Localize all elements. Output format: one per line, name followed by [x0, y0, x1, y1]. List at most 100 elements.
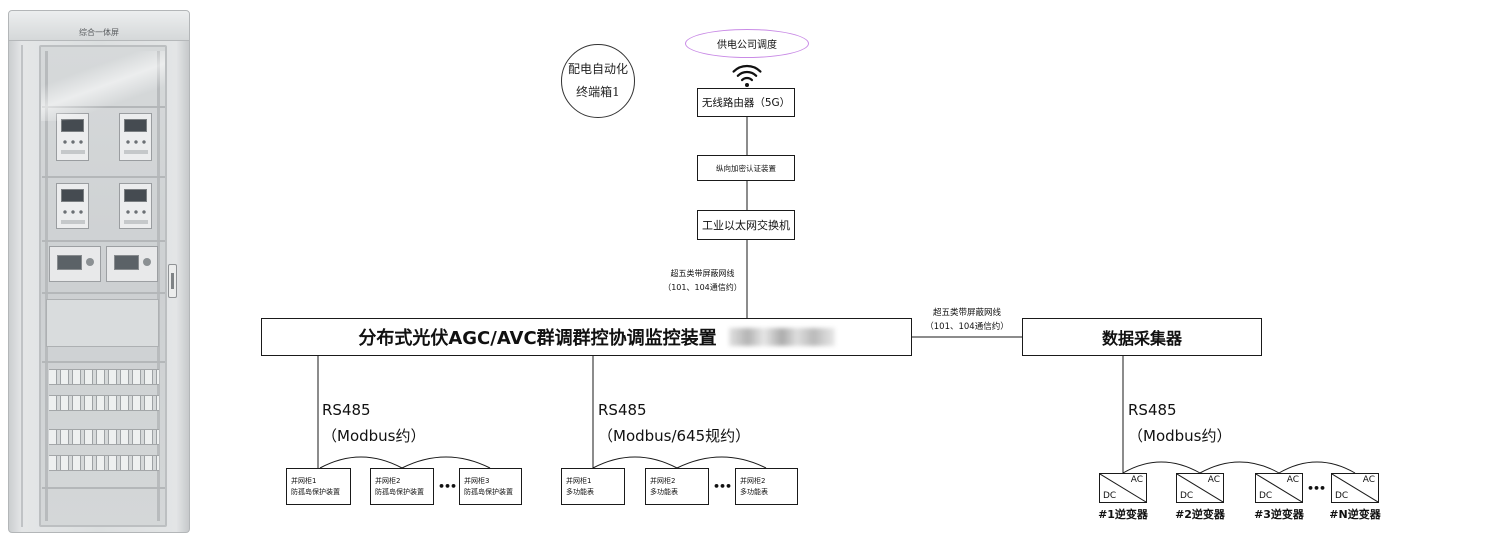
inverter-ac-label: AC — [1362, 475, 1375, 485]
router-label: 无线路由器（5G） — [701, 97, 791, 109]
rs485-spec: （Modbus/645规约） — [598, 427, 751, 445]
meter-display — [114, 255, 139, 270]
inverter-diagonal — [1100, 474, 1146, 502]
relay-display — [61, 189, 84, 202]
inverter-daisy-chain-arc — [1199, 461, 1280, 474]
wireless-router-box: 无线路由器（5G） — [697, 88, 795, 117]
right-mounting-rail — [157, 51, 160, 521]
device-type: 多功能表 — [566, 487, 594, 496]
relay-keypad — [61, 209, 85, 215]
encryption-label: 纵向加密认证装置 — [716, 163, 776, 173]
relay-display — [124, 189, 147, 202]
rs485-spec: （Modbus约） — [322, 427, 426, 445]
shelf-line — [42, 292, 165, 294]
inverter-ac-label: AC — [1130, 475, 1143, 485]
grid-dispatch-node: 供电公司调度 — [685, 29, 809, 58]
inverter-symbol: AC DC — [1099, 473, 1147, 503]
inverter-daisy-chain-arc — [1278, 461, 1356, 474]
panel-meter — [49, 246, 101, 282]
device-type: 多功能表 — [650, 487, 678, 496]
inverter-dc-label: DC — [1335, 491, 1349, 501]
device-cabinet-name: 并网柜2 — [650, 476, 676, 485]
anti-islanding-device-box: 并网柜3 防孤岛保护装置 — [459, 468, 522, 505]
shelf-line — [42, 361, 165, 363]
device-type: 防孤岛保护装置 — [464, 487, 513, 496]
device-cabinet-name: 并网柜1 — [566, 476, 592, 485]
encryption-device-box: 纵向加密认证装置 — [697, 155, 795, 181]
annotation-line-1: 配电自动化 — [567, 62, 628, 76]
relay-nameplate — [61, 150, 85, 154]
switch-label: 工业以太网交换机 — [702, 219, 790, 232]
cabinet-label: 综合一体屏 — [79, 28, 119, 37]
anti-islanding-device-box: 并网柜1 防孤岛保护装置 — [286, 468, 351, 505]
data-collector-box: 数据采集器 — [1022, 318, 1262, 356]
inverter-name: #N逆变器 — [1329, 508, 1381, 521]
more-devices-ellipsis: ••• — [437, 480, 457, 493]
inverter-diagonal — [1256, 474, 1302, 502]
relay-nameplate — [124, 150, 148, 154]
inverter-name: #3逆变器 — [1254, 508, 1304, 521]
left-mounting-rail — [45, 51, 48, 521]
inverter-ac-label: AC — [1286, 475, 1299, 485]
anti-islanding-device-box: 并网柜2 防孤岛保护装置 — [370, 468, 434, 505]
collector-cable-type: 超五类带屏蔽网线 — [932, 308, 1001, 318]
inverter-dc-label: DC — [1180, 491, 1194, 501]
protection-relay — [119, 183, 152, 229]
multifunction-meter-box: 并网柜2 多功能表 — [735, 468, 798, 505]
protection-relay — [119, 113, 152, 161]
protection-daisy-chain-arc — [319, 456, 403, 469]
glass-reflection — [41, 51, 165, 121]
multifunction-meter-box: 并网柜2 多功能表 — [645, 468, 709, 505]
inverter-daisy-chain-arc — [1122, 461, 1201, 474]
multifunction-meter-box: 并网柜1 多功能表 — [561, 468, 625, 505]
device-type: 防孤岛保护装置 — [291, 487, 340, 496]
protection-relay — [56, 183, 89, 229]
device-cabinet-name: 并网柜1 — [291, 476, 317, 485]
more-meters-ellipsis: ••• — [712, 480, 732, 493]
relay-keypad — [124, 209, 148, 215]
protection-relay — [56, 113, 89, 161]
handwritten-annotation-circle: 配电自动化 终端箱1 — [561, 44, 635, 118]
panel-meter — [106, 246, 158, 282]
shelf-line — [42, 176, 165, 178]
device-type: 防孤岛保护装置 — [375, 487, 424, 496]
terminal-row — [49, 395, 159, 411]
integrated-cabinet-photo: 综合一体屏 — [8, 10, 190, 533]
terminal-row — [49, 369, 159, 385]
collector-cable-label: 超五类带屏蔽网线 （101、104通信约） — [916, 306, 1018, 334]
rs485-protocol: RS485 — [1128, 401, 1177, 419]
inverter-dc-label: DC — [1259, 491, 1273, 501]
terminal-row — [49, 429, 159, 445]
inverter-symbol: AC DC — [1176, 473, 1224, 503]
uplink-cable-protocol: （101、104通信约） — [663, 283, 742, 292]
door-handle-grip — [171, 273, 174, 289]
device-cabinet-name: 并网柜2 — [375, 476, 401, 485]
relay-keypad — [124, 139, 148, 145]
inverter-diagonal — [1332, 474, 1378, 502]
rs485-label-inverters: RS485 （Modbus约） — [1128, 397, 1231, 449]
wifi-dot — [745, 83, 749, 87]
device-cabinet-name: 并网柜2 — [740, 476, 766, 485]
inverter-symbol: AC DC — [1331, 473, 1379, 503]
uplink-cable-label: 超五类带屏蔽网线 （101、104通信约） — [650, 267, 755, 295]
rs485-spec: （Modbus约） — [1128, 427, 1232, 445]
relay-keypad — [61, 139, 85, 145]
device-cabinet-name: 并网柜3 — [464, 476, 490, 485]
collector-cable-protocol: （101、104通信约） — [925, 322, 1009, 332]
shelf-line — [42, 487, 165, 489]
uplink-cable-type: 超五类带屏蔽网线 — [670, 269, 735, 278]
inverter-ac-label: AC — [1207, 475, 1220, 485]
terminal-row — [49, 455, 159, 471]
meter-knob — [143, 258, 151, 266]
inverter-name: #2逆变器 — [1175, 508, 1225, 521]
meter-daisy-chain-arc — [676, 456, 767, 469]
relay-nameplate — [61, 220, 85, 224]
device-type: 多功能表 — [740, 487, 768, 496]
rs485-label-meters: RS485 （Modbus/645规约） — [598, 397, 750, 449]
meter-display — [57, 255, 82, 270]
meter-daisy-chain-arc — [592, 456, 678, 469]
rs485-label-protection: RS485 （Modbus约） — [322, 397, 425, 449]
wifi-arc — [732, 64, 762, 73]
